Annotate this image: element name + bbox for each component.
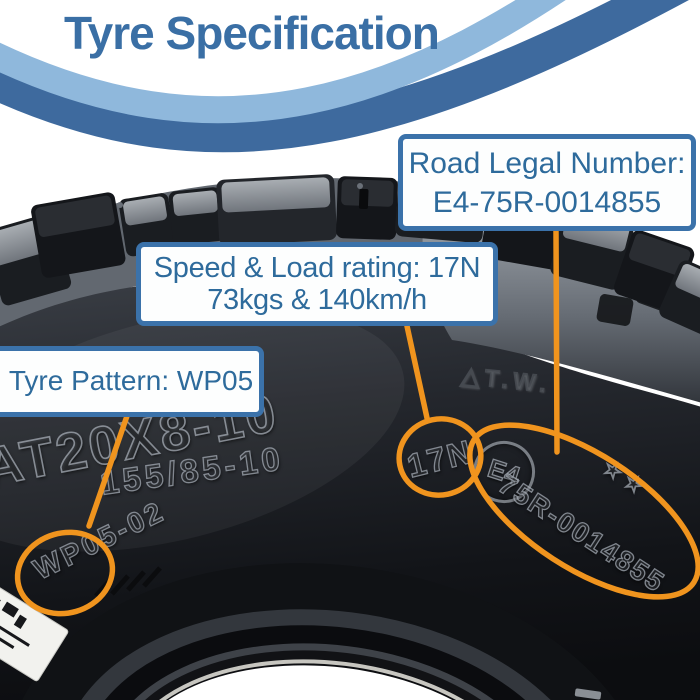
bead-rings: [6, 563, 654, 700]
road-legal-callout-box: Road Legal Number: E4-75R-0014855: [398, 134, 696, 231]
tyre-pattern-label: Tyre Pattern: WP05: [8, 365, 254, 397]
road-legal-value: E4-75R-0014855: [432, 185, 662, 219]
speed-load-callout-box: Speed & Load rating: 17N 73kgs & 140km/h: [136, 242, 498, 326]
tyre-pattern-callout-box: Tyre Pattern: WP05: [0, 346, 264, 417]
page-title: Tyre Specification: [64, 7, 440, 59]
rim-detail: [574, 688, 602, 700]
speed-load-label: Speed & Load rating: 17N: [153, 251, 481, 284]
road-legal-label: Road Legal Number:: [408, 146, 686, 180]
speed-load-value: 73kgs & 140km/h: [207, 284, 427, 316]
